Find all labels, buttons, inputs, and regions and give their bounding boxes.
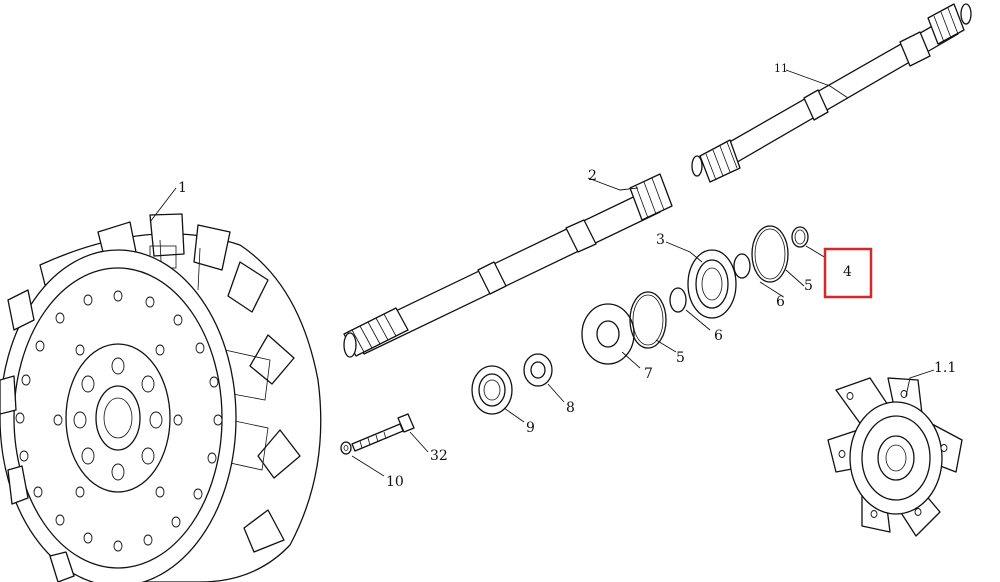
snap-ring-6-lower[interactable] [669,287,687,313]
ring-8[interactable] [523,353,553,387]
callout-1: 1 [178,180,187,196]
snap-ring-6-upper[interactable] [733,253,751,279]
washer-7[interactable] [581,303,635,365]
bearing-9[interactable] [471,365,513,415]
callout-8: 8 [566,400,575,416]
leader-lines [149,69,935,477]
callout-2: 2 [588,168,597,184]
clutch-assembly[interactable] [0,213,322,582]
clutch-disc[interactable] [827,377,963,537]
washer-10[interactable] [340,441,352,455]
callout-5b: 5 [676,350,685,366]
circlip-5-lower[interactable] [629,291,667,349]
highlight-box [823,247,873,299]
bearing-3[interactable] [687,249,737,319]
callout-6a: 6 [776,294,785,310]
callout-7: 7 [644,366,653,382]
callout-32: 32 [430,448,448,464]
callout-9: 9 [526,420,535,436]
bolt-32[interactable] [351,413,415,452]
callout-6b: 6 [714,328,723,344]
callout-3: 3 [656,232,665,248]
circlip-5-upper[interactable] [751,225,789,283]
ring-4[interactable] [791,226,809,248]
callout-5a: 5 [804,278,813,294]
output-shaft[interactable] [691,3,972,183]
callout-4: 4 [843,264,852,280]
callout-11: 11 [774,62,788,75]
callout-1-1: 1.1 [934,360,956,376]
input-shaft[interactable] [343,173,673,358]
callout-10: 10 [386,474,404,490]
